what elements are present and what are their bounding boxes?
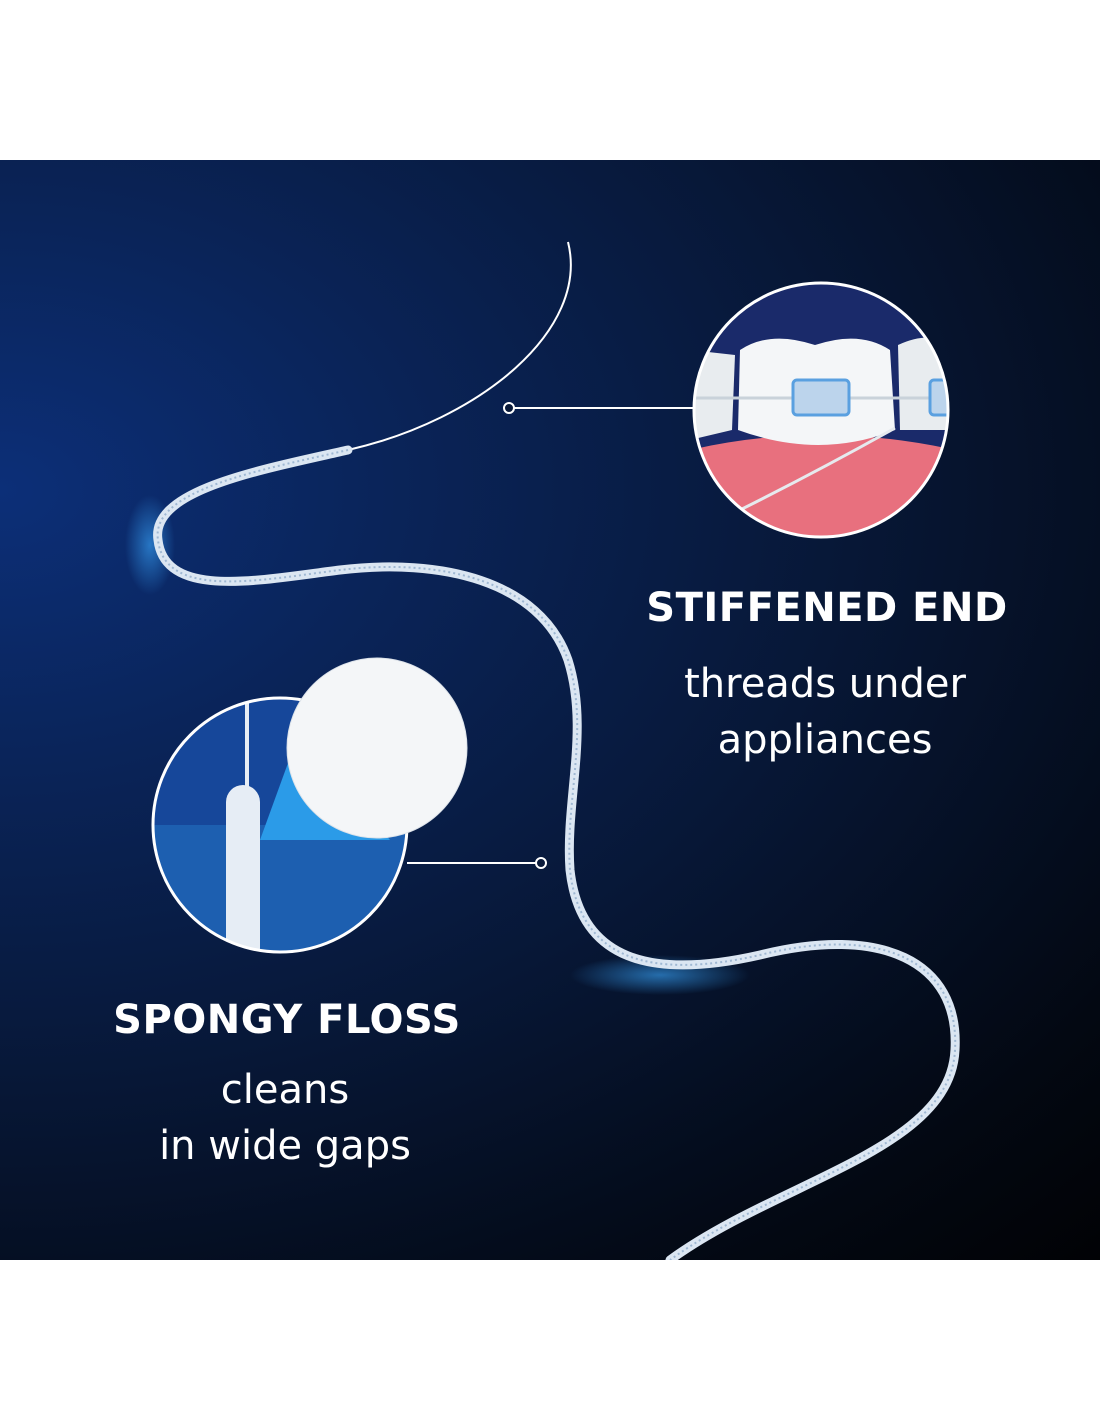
desc-line: cleans [220, 1067, 350, 1113]
feature-title-spongy-floss: SPONGY FLOSS [113, 997, 461, 1043]
floss-texture [156, 449, 957, 1260]
sponge-texture-closeup [287, 658, 467, 838]
product-feature-panel [0, 160, 1100, 1260]
connector-dot [503, 402, 515, 414]
feature-desc-stiffened-end: threads under appliances [684, 656, 966, 768]
feature-title-stiffened-end: STIFFENED END [646, 585, 1008, 631]
stiffened-end-line [347, 241, 572, 451]
desc-line: threads under [684, 661, 966, 707]
feature-desc-spongy-floss: cleans in wide gaps [159, 1062, 411, 1174]
floss-illustration [125, 241, 960, 1260]
desc-line: in wide gaps [159, 1123, 411, 1169]
desc-line: appliances [717, 717, 933, 763]
connector-dot [535, 857, 547, 869]
circle-frame [692, 281, 950, 539]
